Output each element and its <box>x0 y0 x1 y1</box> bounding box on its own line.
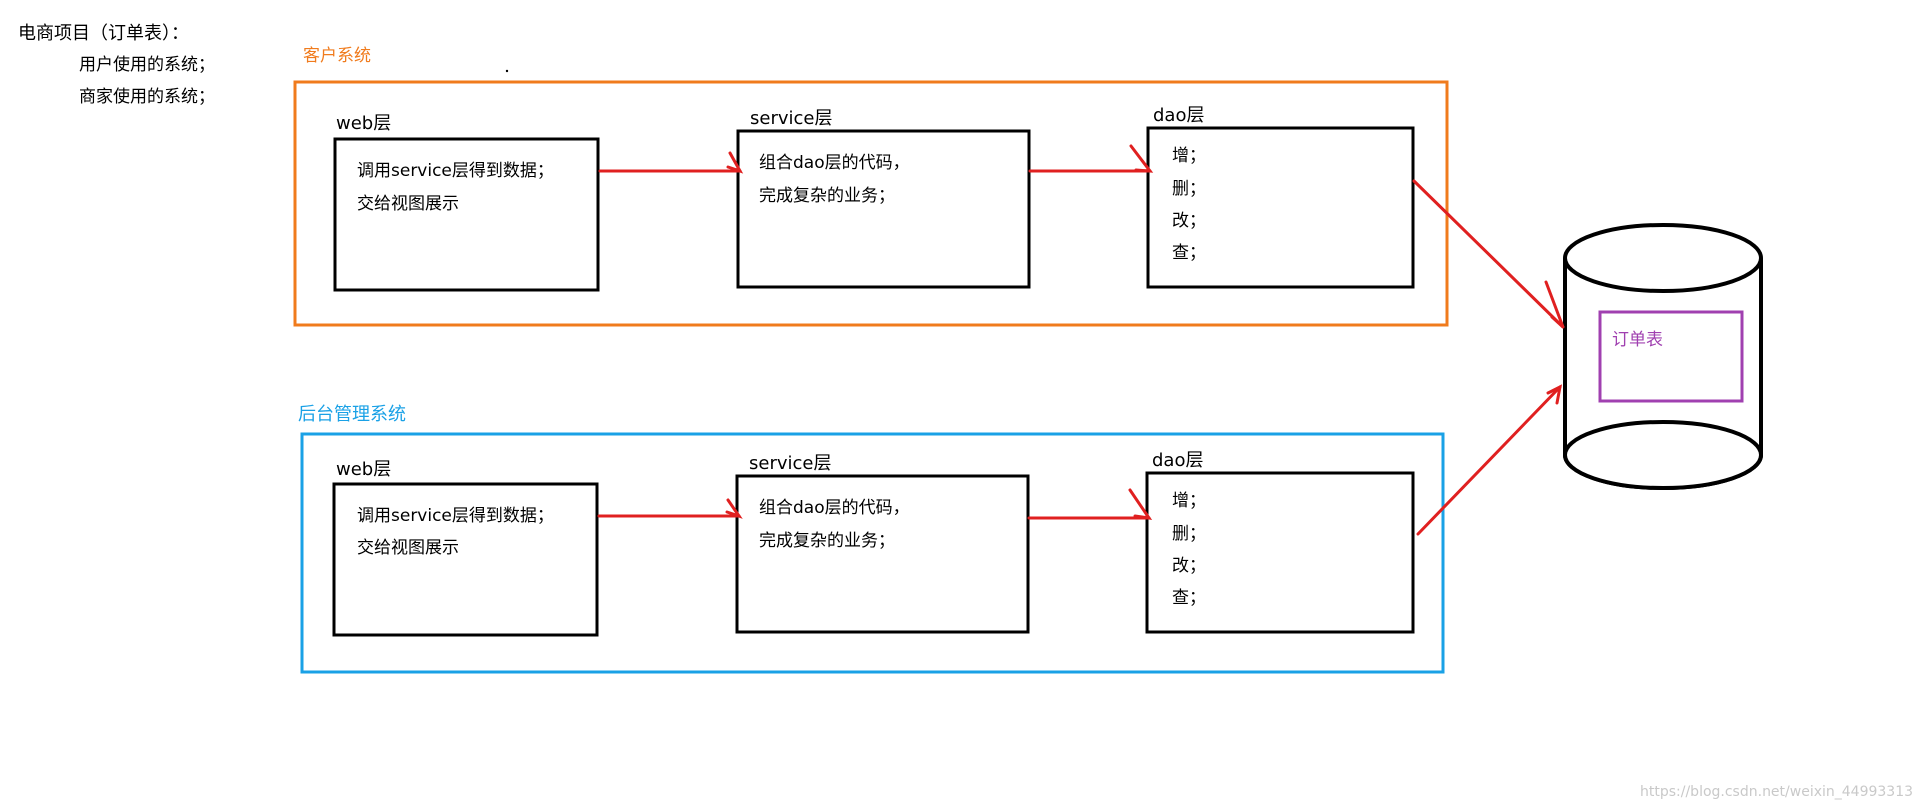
customer-service-title: service层 <box>750 108 833 129</box>
admin-dao-title: dao层 <box>1152 450 1204 471</box>
arrow-customer-web-to-service <box>598 151 744 174</box>
order-table-box <box>1598 310 1744 403</box>
customer-dao-box <box>1146 126 1415 289</box>
customer-web-box <box>333 137 600 292</box>
admin-web-line-2: 交给视图展示 <box>357 538 459 558</box>
header-title: 电商项目（订单表）： <box>18 23 189 44</box>
customer-web-line-2: 交给视图展示 <box>357 194 459 214</box>
arrow-customer-dao-to-database <box>1412 179 1565 329</box>
admin-service-line-1: 组合dao层的代码， <box>759 498 910 518</box>
header-item-merchant-system: 商家使用的系统； <box>79 87 215 107</box>
customer-system-frame <box>293 80 1449 327</box>
admin-dao-query: 查； <box>1172 588 1206 608</box>
customer-dao-query: 查； <box>1172 243 1206 263</box>
admin-dao-update: 改； <box>1172 556 1206 576</box>
admin-service-title: service层 <box>749 453 832 474</box>
arrow-admin-web-to-service <box>597 498 743 519</box>
admin-web-box <box>332 482 599 637</box>
customer-dao-update: 改； <box>1172 211 1206 231</box>
admin-service-box <box>735 474 1030 634</box>
stray-dot <box>505 69 509 73</box>
order-table-label: 订单表 <box>1612 330 1663 350</box>
admin-system-frame <box>300 432 1445 674</box>
admin-system-label: 后台管理系统 <box>298 404 406 425</box>
customer-dao-add: 增； <box>1172 146 1206 166</box>
customer-service-line-2: 完成复杂的业务； <box>759 186 895 206</box>
arrow-admin-service-to-dao <box>1027 488 1153 520</box>
admin-dao-delete: 删； <box>1172 524 1206 544</box>
customer-service-line-1: 组合dao层的代码， <box>759 153 910 173</box>
customer-dao-delete: 删； <box>1172 179 1206 199</box>
admin-dao-box <box>1145 471 1415 634</box>
header-item-user-system: 用户使用的系统； <box>79 55 215 75</box>
customer-web-title: web层 <box>336 113 392 134</box>
customer-dao-title: dao层 <box>1153 105 1205 126</box>
customer-web-line-1: 调用service层得到数据； <box>357 161 554 181</box>
customer-service-box <box>736 129 1031 289</box>
arrow-admin-dao-to-database <box>1416 384 1563 536</box>
admin-web-line-1: 调用service层得到数据； <box>357 506 554 526</box>
admin-service-line-2: 完成复杂的业务； <box>759 531 895 551</box>
watermark: https://blog.csdn.net/weixin_44993313 <box>1640 784 1914 800</box>
admin-web-title: web层 <box>336 459 392 480</box>
arrow-customer-service-to-dao <box>1028 144 1154 173</box>
admin-dao-add: 增； <box>1172 491 1206 511</box>
customer-system-label: 客户系统 <box>303 46 371 66</box>
database-cylinder <box>1563 223 1763 490</box>
